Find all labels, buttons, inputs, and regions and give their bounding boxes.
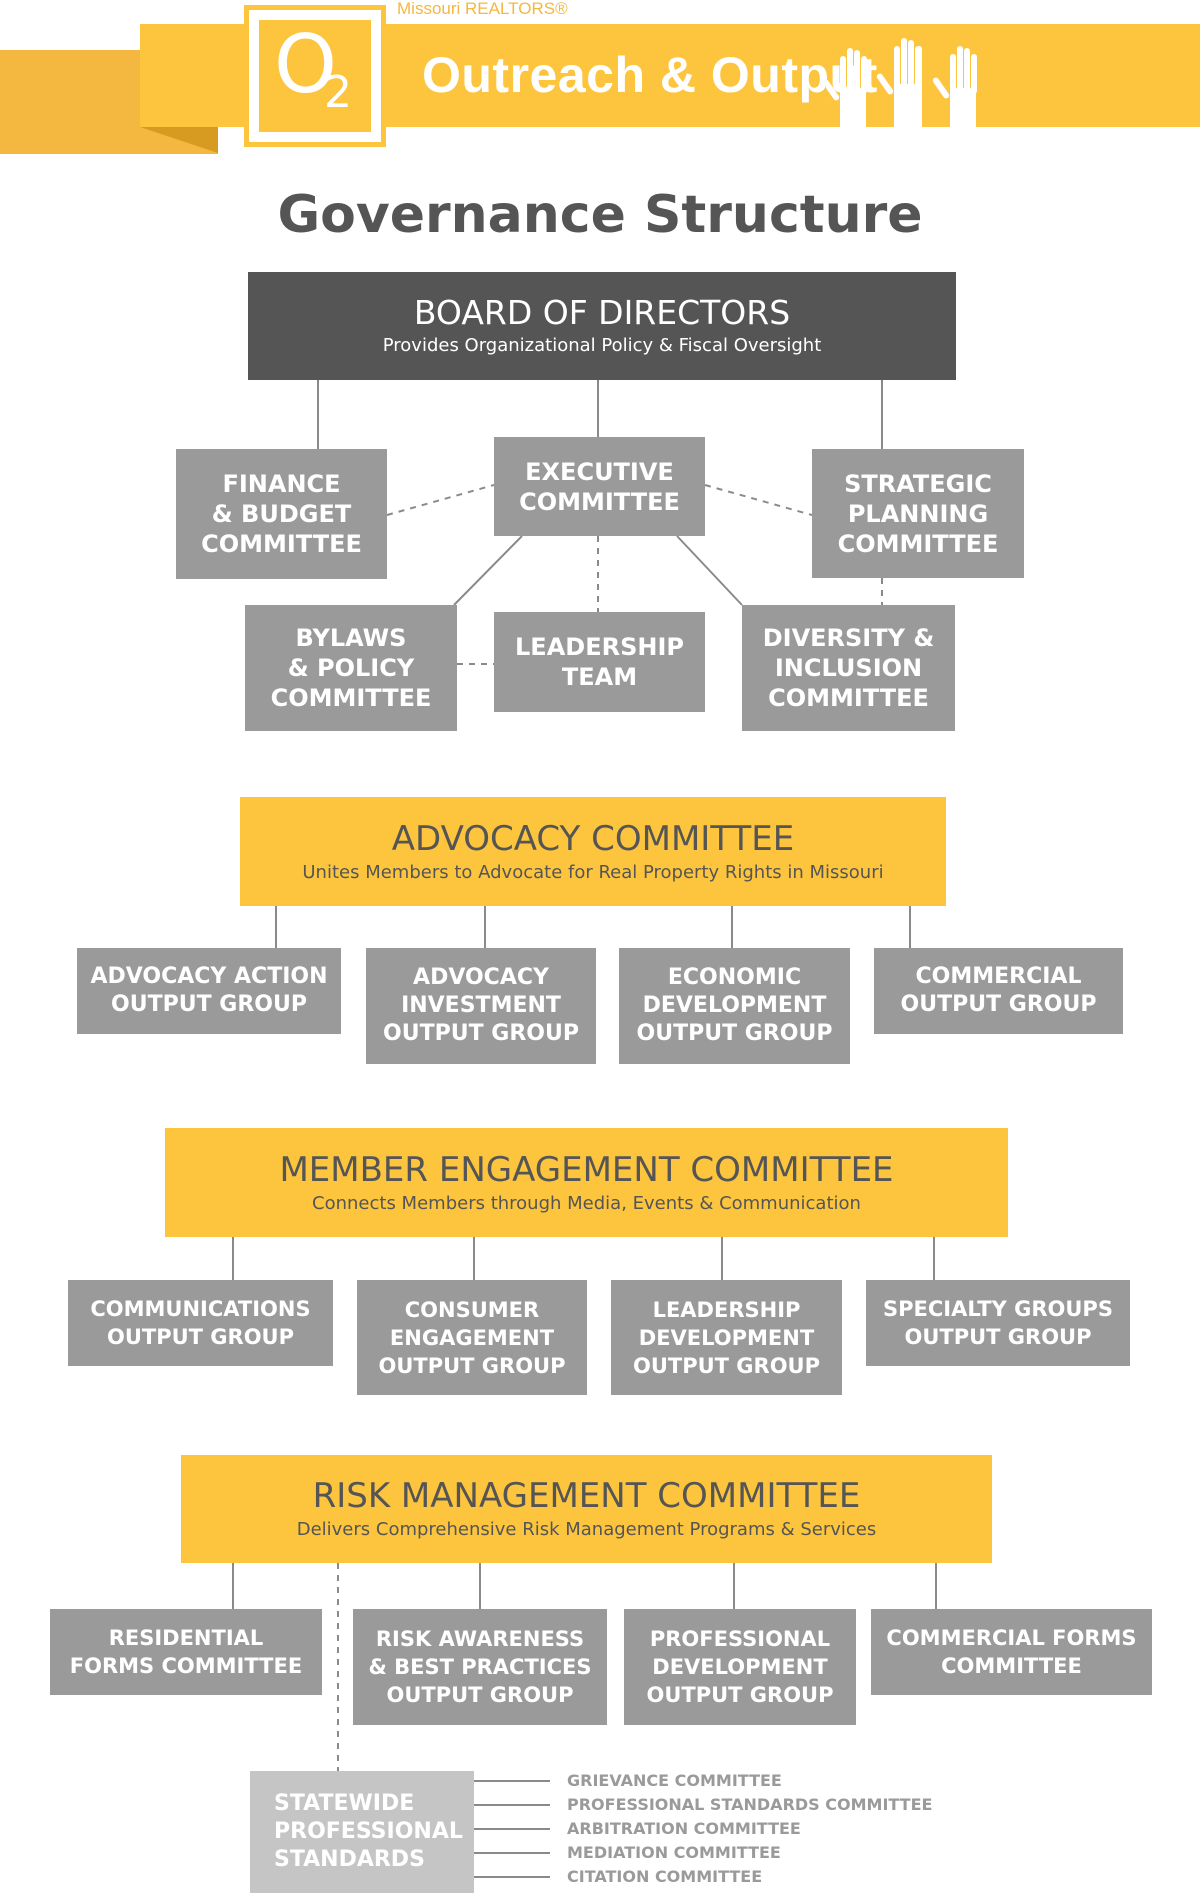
o2-logo: O 2 — [244, 5, 386, 147]
member-engagement-committee: MEMBER ENGAGEMENT COMMITTEE Connects Mem… — [165, 1128, 1008, 1237]
advocacy-subtitle: Unites Members to Advocate for Real Prop… — [302, 861, 884, 883]
group-label: CONSUMER ENGAGEMENT OUTPUT GROUP — [378, 1297, 566, 1378]
group-label: LEADERSHIP DEVELOPMENT OUTPUT GROUP — [632, 1297, 820, 1378]
group-label: RISK AWARENESS & BEST PRACTICES OUTPUT G… — [368, 1627, 592, 1707]
logo-letter: O — [274, 18, 337, 111]
leadership-team: LEADERSHIP TEAM — [494, 612, 705, 712]
group-label: COMMERCIAL OUTPUT GROUP — [900, 964, 1097, 1017]
board-subtitle: Provides Organizational Policy & Fiscal … — [382, 335, 822, 356]
statewide-professional-standards: STATEWIDE PROFESSIONAL STANDARDS — [250, 1771, 474, 1893]
executive-committee: EXECUTIVE COMMITTEE — [494, 437, 705, 536]
advocacy-action-group: ADVOCACY ACTION OUTPUT GROUP — [77, 948, 341, 1034]
advocacy-title: ADVOCACY COMMITTEE — [391, 818, 795, 859]
specialty-groups-group: SPECIALTY GROUPS OUTPUT GROUP — [866, 1280, 1130, 1366]
residential-forms-committee: RESIDENTIAL FORMS COMMITTEE — [50, 1609, 322, 1695]
leadership-label: LEADERSHIP TEAM — [515, 633, 684, 691]
list-item: CITATION COMMITTEE — [567, 1867, 763, 1886]
risk-awareness-group: RISK AWARENESS & BEST PRACTICES OUTPUT G… — [353, 1609, 607, 1725]
list-item: PROFESSIONAL STANDARDS COMMITTEE — [567, 1795, 933, 1814]
professional-development-group: PROFESSIONAL DEVELOPMENT OUTPUT GROUP — [624, 1609, 856, 1725]
group-label: COMMUNICATIONS OUTPUT GROUP — [90, 1297, 311, 1349]
economic-development-group: ECONOMIC DEVELOPMENT OUTPUT GROUP — [619, 948, 850, 1064]
finance-budget-committee: FINANCE & BUDGET COMMITTEE — [176, 449, 387, 579]
list-item: MEDIATION COMMITTEE — [567, 1843, 781, 1862]
bylaws-label: BYLAWS & POLICY COMMITTEE — [270, 624, 432, 712]
diversity-label: DIVERSITY & INCLUSION COMMITTEE — [762, 624, 935, 712]
leadership-development-group: LEADERSHIP DEVELOPMENT OUTPUT GROUP — [611, 1280, 842, 1395]
dashed-connector — [704, 484, 813, 516]
dashed-connector — [386, 484, 495, 516]
connector — [453, 535, 523, 606]
logo-subscript: 2 — [324, 67, 352, 118]
strategic-planning-committee: STRATEGIC PLANNING COMMITTEE — [812, 449, 1024, 578]
risk-title: RISK MANAGEMENT COMMITTEE — [312, 1476, 861, 1516]
raised-hands-icon — [826, 38, 977, 128]
consumer-engagement-group: CONSUMER ENGAGEMENT OUTPUT GROUP — [357, 1280, 587, 1395]
group-label: ECONOMIC DEVELOPMENT OUTPUT GROUP — [636, 965, 833, 1046]
brand-name: Missouri REALTORS® — [397, 0, 568, 18]
member-subtitle: Connects Members through Media, Events &… — [312, 1192, 861, 1214]
header-tagline: Outreach & Output — [422, 47, 878, 103]
list-item: GRIEVANCE COMMITTEE — [567, 1771, 782, 1790]
finance-label: FINANCE & BUDGET COMMITTEE — [201, 470, 362, 558]
list-item: ARBITRATION COMMITTEE — [567, 1819, 801, 1838]
member-title: MEMBER ENGAGEMENT COMMITTEE — [279, 1149, 894, 1190]
strategic-label: STRATEGIC PLANNING COMMITTEE — [837, 469, 999, 558]
group-label: ADVOCACY INVESTMENT OUTPUT GROUP — [383, 965, 579, 1046]
standards-label: STATEWIDE PROFESSIONAL STANDARDS — [274, 1791, 463, 1872]
commercial-forms-committee: COMMERCIAL FORMS COMMITTEE — [871, 1609, 1152, 1695]
group-label: PROFESSIONAL DEVELOPMENT OUTPUT GROUP — [646, 1627, 834, 1707]
group-label: RESIDENTIAL FORMS COMMITTEE — [69, 1626, 303, 1678]
group-label: SPECIALTY GROUPS OUTPUT GROUP — [883, 1297, 1113, 1349]
risk-subtitle: Delivers Comprehensive Risk Management P… — [296, 1519, 877, 1540]
banner-fold — [140, 127, 218, 153]
bylaws-policy-committee: BYLAWS & POLICY COMMITTEE — [245, 605, 457, 731]
connector — [676, 535, 743, 606]
risk-management-committee: RISK MANAGEMENT COMMITTEE Delivers Compr… — [181, 1455, 992, 1563]
advocacy-investment-group: ADVOCACY INVESTMENT OUTPUT GROUP — [366, 948, 596, 1064]
logo-inner: O 2 — [259, 20, 371, 132]
advocacy-committee: ADVOCACY COMMITTEE Unites Members to Adv… — [240, 797, 946, 906]
board-title: BOARD OF DIRECTORS — [413, 293, 791, 332]
board-of-directors: BOARD OF DIRECTORS Provides Organization… — [248, 272, 956, 380]
communications-group: COMMUNICATIONS OUTPUT GROUP — [68, 1280, 333, 1366]
diversity-inclusion-committee: DIVERSITY & INCLUSION COMMITTEE — [742, 605, 955, 731]
commercial-output-group: COMMERCIAL OUTPUT GROUP — [874, 948, 1123, 1034]
page-title: Governance Structure — [277, 185, 923, 245]
group-label: ADVOCACY ACTION OUTPUT GROUP — [90, 964, 328, 1017]
executive-label: EXECUTIVE COMMITTEE — [519, 457, 680, 516]
group-label: COMMERCIAL FORMS COMMITTEE — [886, 1626, 1137, 1678]
